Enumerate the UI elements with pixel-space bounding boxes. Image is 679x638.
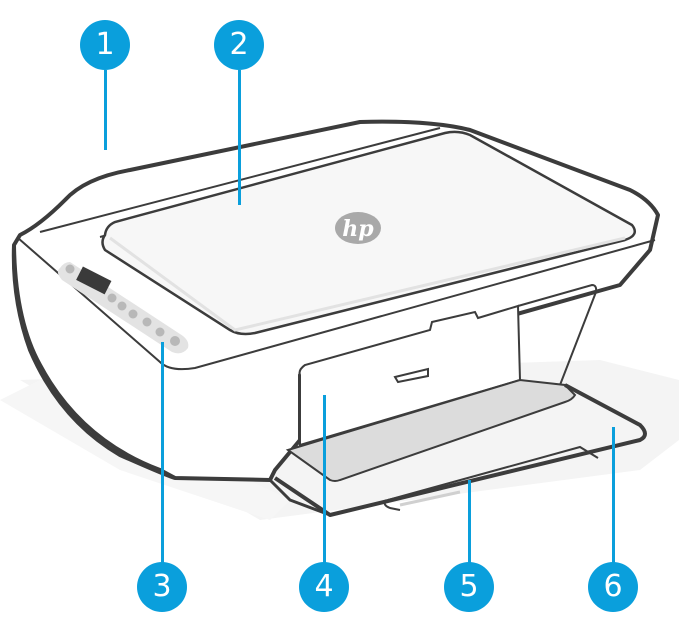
control-button[interactable] (142, 317, 152, 327)
control-button[interactable] (128, 309, 138, 319)
front-door (298, 283, 598, 447)
control-panel-display (76, 266, 112, 295)
callout-2: 2 (214, 20, 264, 70)
callout-4-leader (323, 395, 326, 565)
callout-3-leader (161, 342, 164, 564)
callout-6: 6 (588, 562, 638, 612)
callout-1: 1 (80, 20, 130, 70)
control-button[interactable] (155, 327, 165, 337)
callout-2-leader (238, 70, 241, 205)
control-button[interactable] (170, 336, 180, 346)
control-button[interactable] (117, 301, 127, 311)
control-button[interactable] (107, 293, 117, 303)
callout-5-leader (468, 480, 471, 565)
callout-4: 4 (299, 562, 349, 612)
control-panel (57, 262, 189, 354)
svg-text:hp: hp (342, 216, 374, 242)
scanner-lid: hp (101, 130, 637, 336)
callout-6-leader (612, 427, 615, 565)
callout-1-leader (104, 70, 107, 150)
hp-logo-icon: hp (335, 212, 381, 244)
callout-3: 3 (137, 562, 187, 612)
tray-extender (387, 445, 599, 501)
callout-5: 5 (444, 562, 494, 612)
output-tray (268, 378, 647, 517)
control-button[interactable] (65, 264, 75, 274)
